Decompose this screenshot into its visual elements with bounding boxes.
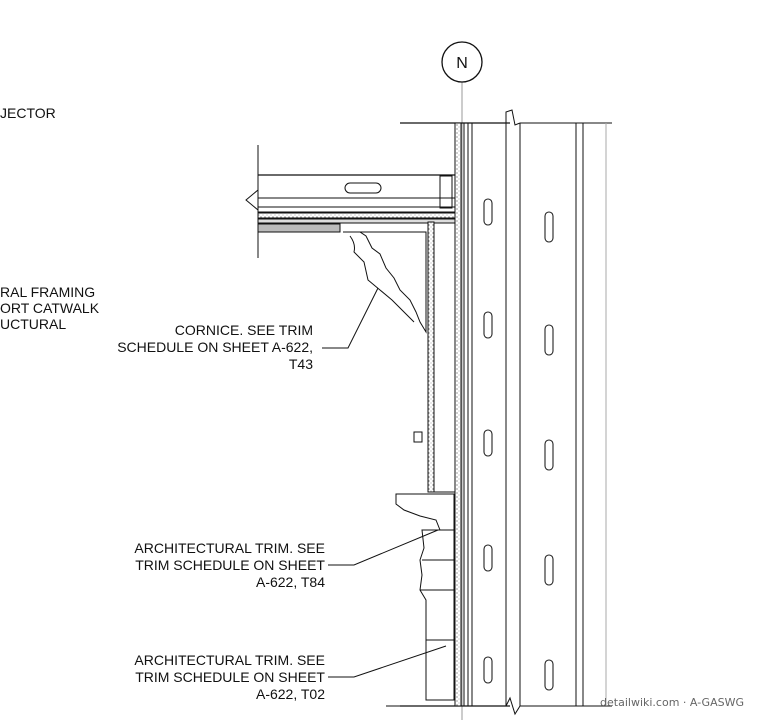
catwalk-framing [245,145,456,258]
label-line: SCHEDULE ON SHEET A-622, [117,339,313,355]
label-line: CORNICE. SEE TRIM [175,322,313,338]
label-cornice: CORNICE. SEE TRIM SCHEDULE ON SHEET A-62… [117,322,313,372]
wall-assembly [386,109,612,716]
cornice [343,231,427,334]
label-trim-t02: ARCHITECTURAL TRIM. SEE TRIM SCHEDULE ON… [134,652,325,702]
label-structural-framing: RAL FRAMING ORT CATWALK UCTURAL [0,284,100,332]
label-line: ARCHITECTURAL TRIM. SEE [134,652,325,668]
watermark: detailwiki.com · A-GASWG [600,696,744,709]
label-projector: JECTOR [0,105,56,121]
label-line: RAL FRAMING [0,284,95,300]
backer-panel [413,221,455,493]
label-trim-t84: ARCHITECTURAL TRIM. SEE TRIM SCHEDULE ON… [134,540,325,590]
leaders [322,287,447,678]
label-line: T43 [289,356,313,372]
grid-marker: N [441,41,483,83]
label-line: A-622, T84 [256,574,325,590]
label-line: A-622, T02 [256,686,325,702]
label-line: ARCHITECTURAL TRIM. SEE [134,540,325,556]
label-line: TRIM SCHEDULE ON SHEET [135,557,325,573]
label-line: JECTOR [0,105,56,121]
grid-marker-label: N [456,55,468,72]
stud-slots [483,198,554,691]
label-line: UCTURAL [0,316,66,332]
label-line: ORT CATWALK [0,300,100,316]
label-line: TRIM SCHEDULE ON SHEET [135,669,325,685]
lower-trim [395,493,455,701]
